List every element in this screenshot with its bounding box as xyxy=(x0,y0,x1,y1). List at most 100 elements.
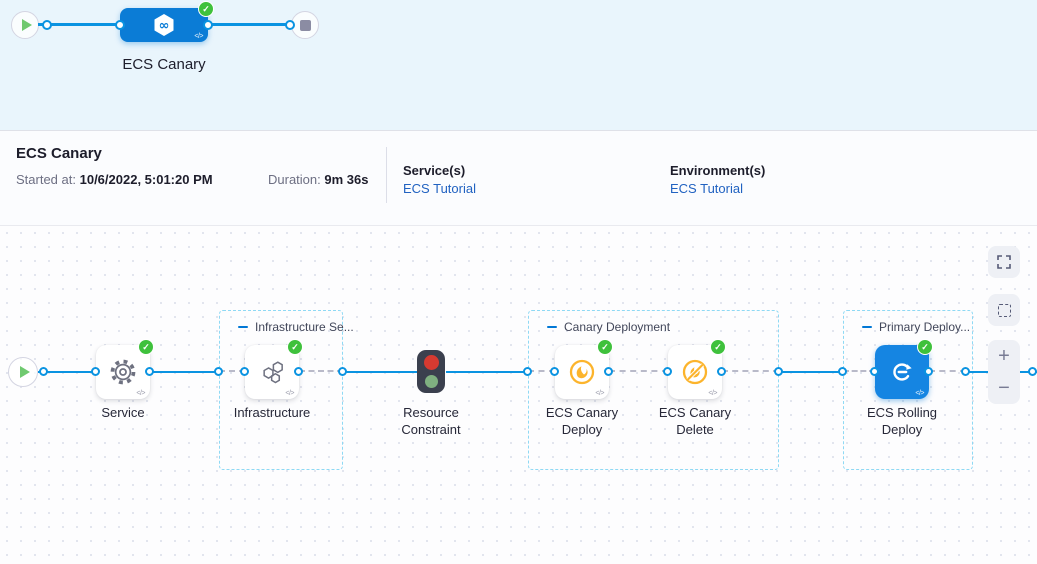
execution-summary-bar: ECS Canary Started at: 10/6/2022, 5:01:2… xyxy=(0,130,1037,226)
connector-point xyxy=(240,367,249,376)
step-label: Resource Constraint xyxy=(401,405,461,437)
step-ecs-canary-deploy[interactable]: </> xyxy=(555,345,609,399)
collapse-icon[interactable] xyxy=(238,326,248,328)
connector-line-dashed xyxy=(219,370,245,372)
connector-line-dashed xyxy=(843,370,875,372)
code-icon[interactable]: </> xyxy=(708,390,717,397)
pipeline-start-node[interactable] xyxy=(11,11,39,39)
connector-line xyxy=(38,23,120,26)
step-resource-constraint[interactable] xyxy=(417,350,445,393)
group-canary-deployment[interactable]: Canary Deployment xyxy=(528,310,779,470)
connector-line-dashed xyxy=(528,370,555,372)
zoom-controls: + − xyxy=(988,340,1020,404)
connector-point xyxy=(523,367,532,376)
step-ecs-canary-delete[interactable]: </> xyxy=(668,345,722,399)
connector-point xyxy=(39,367,48,376)
zoom-out-button[interactable]: − xyxy=(998,376,1010,399)
started-at-label: Started at: xyxy=(16,172,76,187)
connector-line-dashed xyxy=(299,370,343,372)
execution-graph-canvas[interactable]: Infrastructure Se... Canary Deployment P… xyxy=(0,226,1037,564)
connector-point xyxy=(717,367,726,376)
code-icon[interactable]: </> xyxy=(136,390,145,397)
connector-point xyxy=(338,367,347,376)
started-at-value: 10/6/2022, 5:01:20 PM xyxy=(79,172,213,187)
connector-line xyxy=(38,371,96,373)
group-label-text: Primary Deploy... xyxy=(879,320,971,334)
connector-point xyxy=(924,367,933,376)
code-icon[interactable]: </> xyxy=(915,390,924,397)
step-label: Service xyxy=(101,405,145,420)
step-label: ECS Canary Deploy xyxy=(545,405,619,437)
connector-point xyxy=(604,367,613,376)
stage-hexagon-icon: ∞ xyxy=(154,14,174,36)
duration: Duration: 9m 36s xyxy=(268,172,368,187)
group-primary-deployment[interactable]: Primary Deploy... xyxy=(843,310,973,470)
connector-line xyxy=(343,371,417,373)
collapse-icon[interactable] xyxy=(862,326,872,328)
success-check-icon: ✓ xyxy=(597,339,613,355)
code-icon[interactable]: </> xyxy=(595,390,604,397)
connector-line xyxy=(446,371,528,373)
connector-point xyxy=(203,20,213,30)
connector-point xyxy=(961,367,970,376)
hexagons-icon xyxy=(263,361,283,384)
connector-line xyxy=(779,371,843,373)
step-infrastructure[interactable]: </> xyxy=(245,345,299,399)
step-label: ECS Rolling Deploy xyxy=(866,405,938,437)
code-icon[interactable]: </> xyxy=(285,390,294,397)
started-at: Started at: 10/6/2022, 5:01:20 PM xyxy=(16,172,213,187)
connector-point xyxy=(838,367,847,376)
connector-line-dashed xyxy=(722,370,779,372)
environments-label: Environment(s) xyxy=(670,163,766,178)
connector-line xyxy=(208,23,292,26)
step-ecs-rolling-deploy[interactable]: </> xyxy=(875,345,929,399)
stage-node-ecs-canary[interactable]: ∞ </> xyxy=(120,8,208,42)
connector-point xyxy=(1028,367,1037,376)
stage-label[interactable]: ECS Canary xyxy=(122,56,206,73)
connector-point xyxy=(774,367,783,376)
ecs-rolling-icon xyxy=(893,363,912,381)
group-infrastructure-section[interactable]: Infrastructure Se... xyxy=(219,310,354,470)
group-header[interactable]: Infrastructure Se... xyxy=(238,320,354,334)
connector-point xyxy=(115,20,125,30)
connector-point xyxy=(550,367,559,376)
duration-value: 9m 36s xyxy=(324,172,369,187)
connector-point xyxy=(42,20,52,30)
connector-line-dashed xyxy=(929,370,966,372)
services-label: Service(s) xyxy=(403,163,466,178)
group-header[interactable]: Primary Deploy... xyxy=(862,320,970,334)
selection-mode-button[interactable] xyxy=(988,294,1020,326)
step-service[interactable]: </> xyxy=(96,345,150,399)
fullscreen-button[interactable] xyxy=(988,246,1020,278)
marquee-icon xyxy=(997,303,1011,317)
group-label-text: Infrastructure Se... xyxy=(255,320,354,334)
connector-point xyxy=(285,20,295,30)
connector-point xyxy=(663,367,672,376)
success-check-icon: ✓ xyxy=(710,339,726,355)
connector-line xyxy=(150,371,219,373)
collapse-icon[interactable] xyxy=(547,326,557,328)
environments-link[interactable]: ECS Tutorial xyxy=(670,181,743,196)
success-check-icon: ✓ xyxy=(198,1,214,17)
zoom-in-button[interactable]: + xyxy=(998,344,1010,367)
connector-point xyxy=(294,367,303,376)
step-label: ECS Canary Delete xyxy=(658,405,732,437)
summary-divider xyxy=(386,147,387,203)
connector-point xyxy=(145,367,154,376)
duration-label: Duration: xyxy=(268,172,321,187)
code-icon[interactable]: </> xyxy=(194,33,203,40)
group-header[interactable]: Canary Deployment xyxy=(547,320,670,334)
group-label-text: Canary Deployment xyxy=(564,320,671,334)
pipeline-end-node[interactable] xyxy=(291,11,319,39)
services-link[interactable]: ECS Tutorial xyxy=(403,181,476,196)
stage-graph-banner: ∞ </> ✓ ECS Canary xyxy=(0,0,1037,130)
graph-start-node[interactable] xyxy=(8,357,38,387)
connector-point xyxy=(91,367,100,376)
success-check-icon: ✓ xyxy=(138,339,154,355)
pipeline-title: ECS Canary xyxy=(16,145,102,162)
svg-text:∞: ∞ xyxy=(159,19,170,34)
success-check-icon: ✓ xyxy=(917,339,933,355)
canary-delete-icon xyxy=(682,359,708,385)
connector-point xyxy=(214,367,223,376)
gear-icon xyxy=(110,359,136,385)
